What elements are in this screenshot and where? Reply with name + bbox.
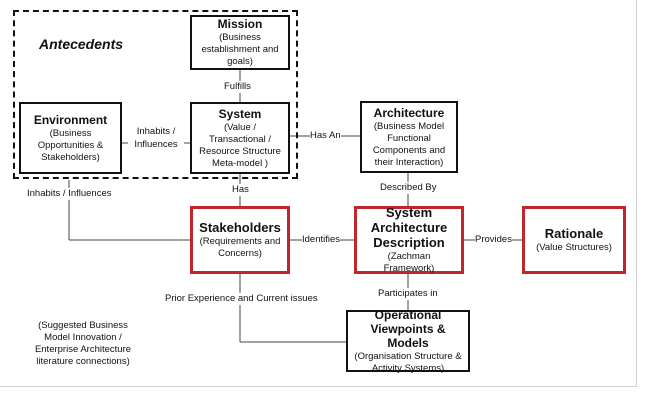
label-prior-experience: Prior Experience and Current issues: [165, 293, 318, 305]
label-described-by: Described By: [380, 182, 437, 194]
system-subtitle: (Value / Transactional / Resource Struct…: [199, 121, 281, 169]
label-inhabits-influences-text: Inhabits / Influences: [134, 126, 178, 150]
label-provides: Provides: [475, 234, 512, 246]
environment-subtitle: (Business Opportunities & Stakeholders): [37, 127, 104, 163]
architecture-node: Architecture (Business Model Functional …: [360, 101, 458, 173]
stakeholders-node: Stakeholders (Requirements and Concerns): [190, 206, 290, 274]
label-has: Has: [232, 184, 249, 196]
antecedents-group: [13, 10, 298, 179]
environment-node: Environment (Business Opportunities & St…: [19, 102, 122, 174]
label-participates-in: Participates in: [378, 288, 438, 300]
viewpoints-subtitle: (Organisation Structure & Activity Syste…: [354, 350, 462, 374]
mission-title: Mission: [217, 17, 263, 31]
mission-subtitle: (Business establishment and goals): [201, 32, 279, 67]
label-fulfills: Fulfills: [224, 81, 251, 93]
stakeholders-subtitle: (Requirements and Concerns): [199, 236, 281, 259]
label-inhabits-influences: Inhabits / Influences: [128, 126, 184, 151]
mission-node: Mission (Business establishment and goal…: [190, 15, 290, 70]
sad-subtitle: (Zachman Framework): [383, 251, 435, 274]
architecture-subtitle: (Business Model Functional Components an…: [372, 120, 446, 168]
literature-note: (Suggested Business Model Innovation / E…: [34, 320, 132, 367]
rationale-title: Rationale: [544, 226, 604, 241]
frame-edge-bottom: [0, 386, 637, 387]
viewpoints-node: Operational Viewpoints & Models (Organis…: [346, 307, 470, 374]
stakeholders-title: Stakeholders: [199, 220, 281, 235]
label-identifies: Identifies: [302, 234, 341, 246]
system-node: System (Value / Transactional / Resource…: [190, 102, 290, 174]
sad-node: System Architecture Description (Zachman…: [354, 205, 464, 274]
rationale-node: Rationale (Value Structures): [522, 206, 626, 274]
frame-edge-right: [636, 0, 637, 386]
viewpoints-title: Operational Viewpoints & Models: [370, 307, 446, 350]
antecedents-title: Antecedents: [39, 36, 124, 52]
rationale-subtitle: (Value Structures): [536, 242, 612, 253]
label-inhabits-influences-lower: Inhabits / Influences: [27, 188, 112, 200]
system-title: System: [218, 106, 262, 121]
architecture-title: Architecture: [373, 105, 445, 120]
environment-title: Environment: [33, 112, 108, 127]
sad-title: System Architecture Description: [370, 205, 448, 250]
label-has-an: Has An: [310, 130, 341, 142]
